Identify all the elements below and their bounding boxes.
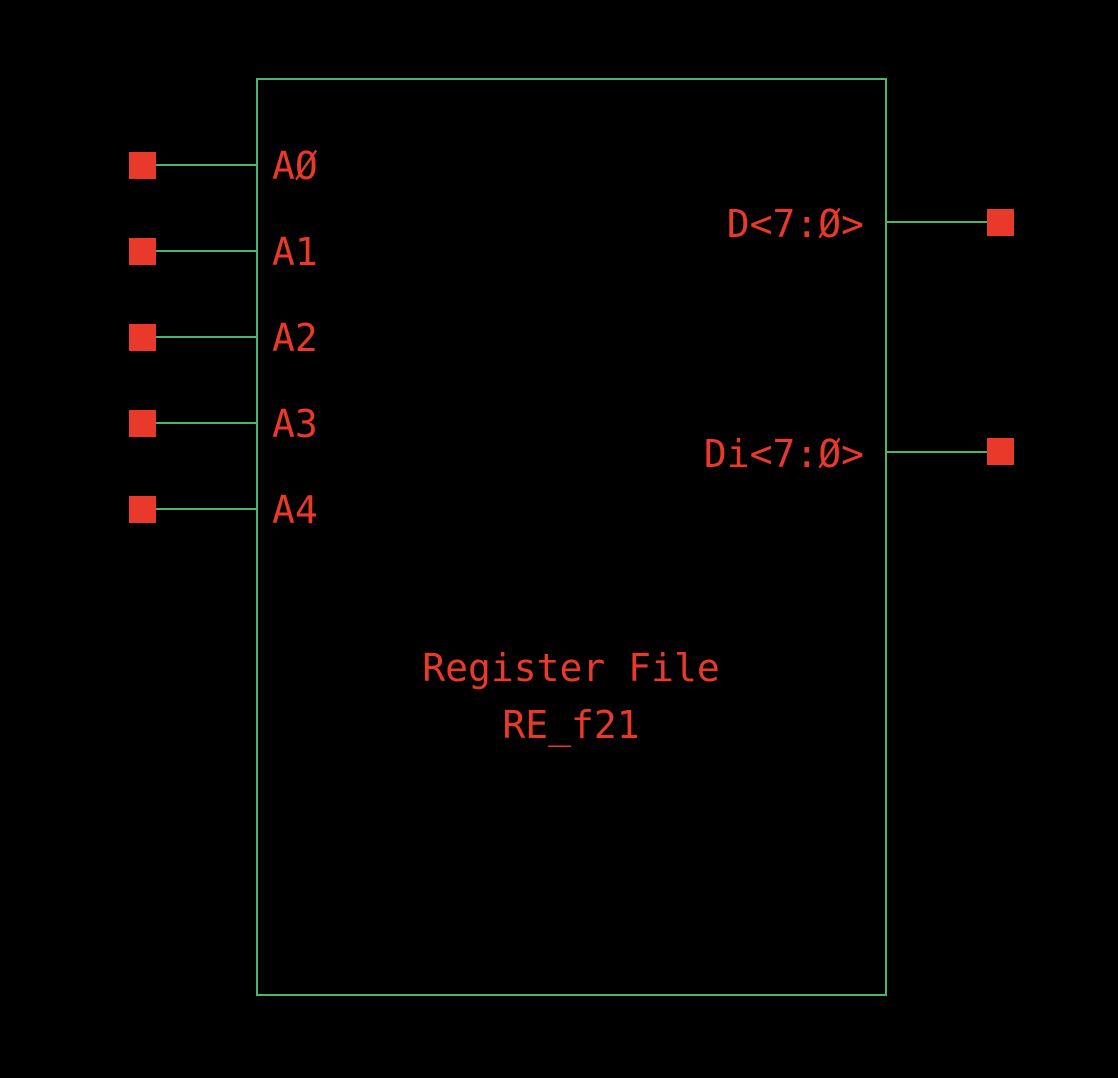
- symbol-title: Register File: [422, 646, 719, 690]
- pin-label: A4: [272, 488, 318, 532]
- pin-square-icon[interactable]: [987, 209, 1014, 236]
- pin-square-icon[interactable]: [129, 238, 156, 265]
- left-pin-A2[interactable]: A2: [129, 316, 318, 360]
- pin-square-icon[interactable]: [987, 438, 1014, 465]
- left-pin-A0[interactable]: AØ: [129, 144, 318, 188]
- left-pin-A4[interactable]: A4: [129, 488, 318, 532]
- right-pin-Di[interactable]: Di<7:Ø>: [704, 432, 1014, 476]
- pin-label: D<7:Ø>: [727, 202, 864, 246]
- cell-name: RE_f21: [502, 703, 639, 748]
- pin-label: A2: [272, 316, 318, 360]
- pin-square-icon[interactable]: [129, 410, 156, 437]
- pin-label: Di<7:Ø>: [704, 432, 864, 476]
- symbol-body-outline[interactable]: [256, 78, 887, 996]
- right-pin-D[interactable]: D<7:Ø>: [727, 202, 1014, 246]
- pin-square-icon[interactable]: [129, 496, 156, 523]
- pin-label: AØ: [272, 144, 318, 188]
- left-pin-A3[interactable]: A3: [129, 402, 318, 446]
- pin-label: A1: [272, 230, 318, 274]
- pin-square-icon[interactable]: [129, 324, 156, 351]
- left-pin-A1[interactable]: A1: [129, 230, 318, 274]
- pin-square-icon[interactable]: [129, 152, 156, 179]
- pin-label: A3: [272, 402, 318, 446]
